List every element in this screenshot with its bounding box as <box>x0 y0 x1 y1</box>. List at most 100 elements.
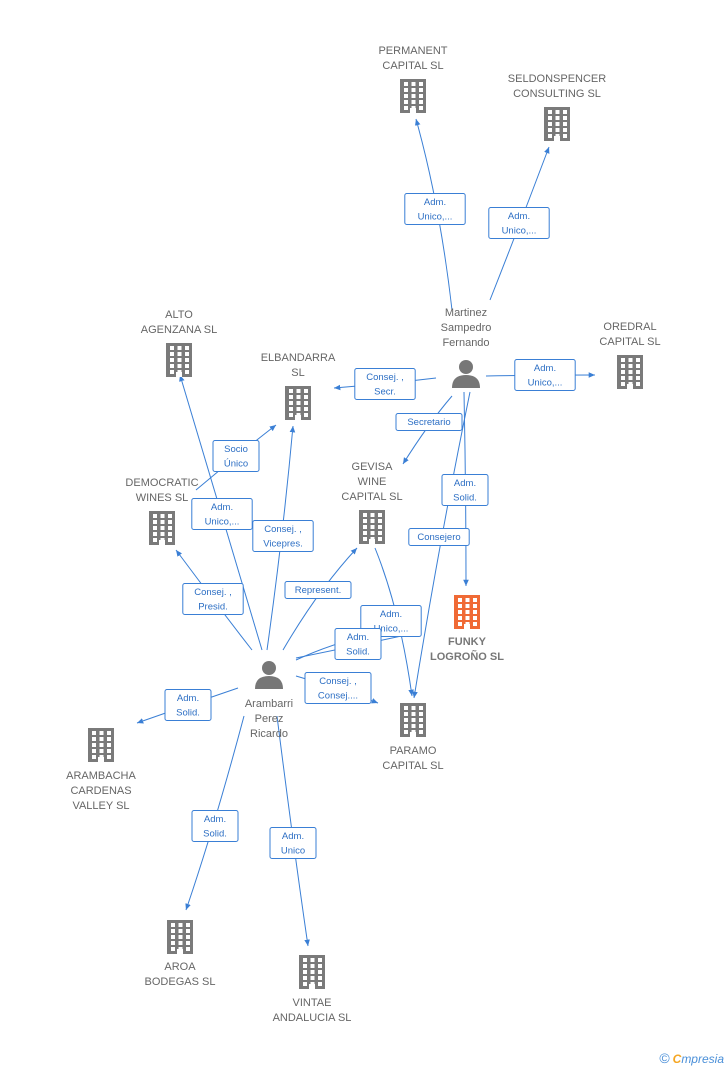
node-label: Sampedro <box>441 322 492 334</box>
edge-label-text: Presid. <box>198 602 228 613</box>
node-label: AROA <box>164 961 196 973</box>
building-icon <box>167 920 193 954</box>
edge-label-arambarri-elbandarra-consej[interactable]: Consej. , Vicepres. <box>252 520 314 552</box>
edge-label-arambarri-funky[interactable]: Adm. Solid. <box>334 628 382 660</box>
node-label: BODEGAS SL <box>145 976 216 988</box>
edge-label-text: Consej.... <box>318 691 358 702</box>
node-permanent[interactable]: PERMANENT CAPITAL SL <box>378 45 448 113</box>
footer-brand: ©Cmpresia <box>659 1050 724 1066</box>
edge-label-martinez-oredral[interactable]: Adm.Unico,... <box>514 359 576 391</box>
edge-label-text: Adm. <box>380 609 402 620</box>
person-icon <box>452 360 480 388</box>
edge-label-text: Adm. <box>211 502 233 513</box>
nodes-layer: PERMANENT CAPITAL SL SELDONSPENCER CONSULTI… <box>66 45 660 1024</box>
building-icon <box>299 955 325 989</box>
node-label: ARAMBACHA <box>66 770 136 782</box>
edge-label-text: Adm. <box>454 478 476 489</box>
edge-label-text: Consej. , <box>366 372 404 383</box>
edge-label-martinez-gevisa[interactable]: Secretario <box>395 413 463 431</box>
edge-label-text: Unico <box>281 846 305 857</box>
edge-label-arambarri-arambacha[interactable]: Adm. Solid. <box>164 689 212 721</box>
node-seldon[interactable]: SELDONSPENCER CONSULTING SL <box>508 73 606 141</box>
edge-label-text: Adm. <box>347 632 369 643</box>
node-label: WINE <box>358 476 387 488</box>
edge-label-martinez-paramo[interactable]: Consejero <box>408 528 470 546</box>
edge-label-text: Consej. , <box>194 587 232 598</box>
node-label: WINES SL <box>136 492 189 504</box>
node-label: CAPITAL SL <box>382 60 443 72</box>
edge-label-text: Solid. <box>203 829 227 840</box>
edge-label-arambarri-vintae[interactable]: Adm.Unico <box>269 827 317 859</box>
edge-label-text: Secretario <box>407 417 450 428</box>
node-alto[interactable]: ALTO AGENZANA SL <box>141 309 217 377</box>
node-label: Ricardo <box>250 728 288 740</box>
edge-labels-layer: Adm.Unico,...Adm.Unico,...Adm.Unico,...C… <box>164 193 576 859</box>
building-icon <box>285 386 311 420</box>
edge-label-text: Solid. <box>453 493 477 504</box>
edge-label-text: Solid. <box>176 708 200 719</box>
node-label: CONSULTING SL <box>513 88 601 100</box>
person-icon <box>255 661 283 689</box>
node-label: Arambarri <box>245 698 293 710</box>
node-label: SELDONSPENCER <box>508 73 606 85</box>
node-label: SL <box>291 367 304 379</box>
node-label: PARAMO <box>390 745 437 757</box>
copyright-symbol: © <box>659 1050 670 1066</box>
edge-label-text: Adm. <box>204 814 226 825</box>
edge-label-arambarri-alto[interactable]: Adm. Unico,... <box>191 498 253 530</box>
edge-label-text: Socio <box>224 444 248 455</box>
building-icon <box>166 343 192 377</box>
node-aroa[interactable]: AROA BODEGAS SL <box>145 920 216 988</box>
edge-label-martinez-seldon[interactable]: Adm.Unico,... <box>488 207 550 239</box>
building-icon <box>544 107 570 141</box>
edge-label-arambarri-paramo-consej[interactable]: Consej. ,Consej.... <box>304 672 372 704</box>
edge-label-text: Consejero <box>417 532 460 543</box>
edge-label-text: Solid. <box>346 647 370 658</box>
edge-label-text: Consej. , <box>264 524 302 535</box>
building-icon <box>454 595 480 629</box>
node-label: ELBANDARRA <box>261 352 336 364</box>
building-icon <box>88 728 114 762</box>
edge-label-text: Represent. <box>295 585 341 596</box>
brand-name: mpresia <box>681 1052 724 1066</box>
edge-label-text: Adm. <box>177 693 199 704</box>
edge-label-text: Vicepres. <box>263 539 302 550</box>
edge-label-arambarri-gevisa[interactable]: Represent. <box>284 581 352 599</box>
edge-label-arambarri-aroa[interactable]: Adm. Solid. <box>191 810 239 842</box>
node-label: DEMOCRATIC <box>125 477 198 489</box>
node-label: CARDENAS <box>70 785 131 797</box>
edge-label-text: Único <box>224 459 248 470</box>
node-label: CAPITAL SL <box>599 336 660 348</box>
node-democratic[interactable]: DEMOCRATIC WINES SL <box>125 477 199 545</box>
node-label: VINTAE <box>293 997 332 1009</box>
node-label: LOGROÑO SL <box>430 650 504 663</box>
node-label: AGENZANA SL <box>141 324 217 336</box>
edge-label-martinez-elbandarra[interactable]: Consej. , Secr. <box>354 368 416 400</box>
node-label: CAPITAL SL <box>382 760 443 772</box>
node-elbandarra[interactable]: ELBANDARRA SL <box>261 352 336 420</box>
node-label: VALLEY SL <box>72 800 129 812</box>
node-label: Martinez <box>445 307 487 319</box>
node-label: ALTO <box>165 309 193 321</box>
edge-label-text: Adm. <box>508 211 530 222</box>
edge-label-martinez-permanent[interactable]: Adm.Unico,... <box>404 193 466 225</box>
node-arambacha[interactable]: ARAMBACHA CARDENAS VALLEY SL <box>66 728 136 812</box>
edge-label-text: Adm. <box>534 363 556 374</box>
edge-label-text: Unico,... <box>374 624 409 635</box>
node-label: PERMANENT <box>378 45 447 57</box>
edge-label-text: Adm. <box>424 197 446 208</box>
edge-label-text: Unico,... <box>205 517 240 528</box>
building-icon <box>359 510 385 544</box>
edge-label-text: Secr. <box>374 387 396 398</box>
edge-label-arambarri-democratic[interactable]: Consej. , Presid. <box>182 583 244 615</box>
edge-label-martinez-funky[interactable]: Adm. Solid. <box>441 474 489 506</box>
node-paramo[interactable]: PARAMO CAPITAL SL <box>382 703 444 772</box>
